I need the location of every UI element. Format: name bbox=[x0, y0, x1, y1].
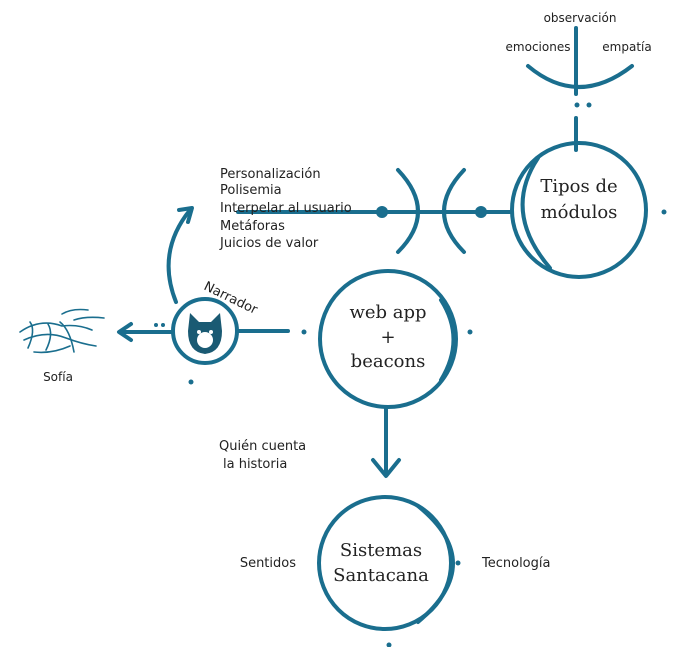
down-arrow-head bbox=[371, 458, 401, 478]
sofia-arrow-head bbox=[117, 322, 133, 342]
sofia-label: Sofía bbox=[43, 370, 73, 384]
top-label-observacion: observación bbox=[544, 11, 617, 25]
top-bowl-arc bbox=[526, 64, 634, 89]
dot bbox=[467, 329, 473, 335]
tipos-modulos-label-2: módulos bbox=[541, 202, 618, 223]
dot bbox=[376, 206, 388, 218]
sistemas-crescent bbox=[416, 504, 455, 624]
webapp-label-1: web app bbox=[349, 302, 426, 323]
cat-face-icon bbox=[188, 313, 222, 354]
dot bbox=[586, 102, 592, 108]
dot bbox=[161, 323, 165, 327]
dot bbox=[301, 329, 307, 335]
dot bbox=[455, 560, 461, 566]
tecnologia-label: Tecnología bbox=[481, 556, 550, 571]
narrator-list-item: Juicios de valor bbox=[219, 236, 319, 251]
dot bbox=[574, 102, 580, 108]
narrador-loop-arc bbox=[166, 208, 192, 304]
narrator-list-item: Interpelar al usuario bbox=[220, 201, 352, 216]
tipos-modulos-crescent bbox=[520, 156, 552, 270]
sistemas-label-2: Santacana bbox=[333, 565, 429, 586]
quien-cuenta-label-1: Quién cuenta bbox=[219, 439, 306, 454]
top-label-emociones: emociones bbox=[506, 40, 571, 54]
sistemas-label-1: Sistemas bbox=[340, 540, 422, 561]
quien-cuenta-label-2: la historia bbox=[223, 457, 287, 472]
webapp-label-3: beacons bbox=[351, 351, 426, 372]
dot bbox=[154, 323, 158, 327]
narrator-list-item: Metáforas bbox=[220, 219, 285, 234]
tipos-modulos-label-1: Tipos de bbox=[540, 176, 617, 197]
top-label-empatia: empatía bbox=[602, 40, 651, 54]
dot bbox=[386, 642, 392, 647]
dot bbox=[661, 209, 667, 215]
narrator-list-item: Personalización bbox=[220, 167, 321, 182]
paren-arc-2 bbox=[442, 168, 466, 254]
sofia-sketch-icon bbox=[19, 308, 105, 354]
webapp-crescent bbox=[439, 298, 456, 382]
webapp-label-2: + bbox=[380, 327, 395, 348]
narrator-list-item: Polisemia bbox=[220, 183, 282, 198]
sentidos-label: Sentidos bbox=[240, 556, 296, 571]
paren-arc-1 bbox=[396, 168, 420, 254]
dot bbox=[188, 379, 194, 385]
dot bbox=[475, 206, 487, 218]
narrador-loop-arrowhead bbox=[177, 206, 194, 224]
webapp-beacons-circle bbox=[318, 269, 458, 409]
